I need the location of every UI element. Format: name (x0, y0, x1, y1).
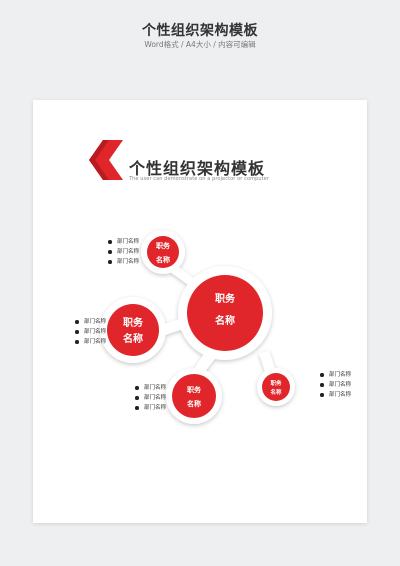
list-item: 部门名称 (108, 257, 139, 267)
document-caption: The user can demonstrate on a projector … (129, 176, 270, 182)
node-bottom (172, 374, 216, 418)
node-top-line1: 职务 (156, 241, 171, 250)
node-right (262, 373, 290, 401)
list-item: 部门名称 (320, 380, 351, 390)
node-top (147, 236, 179, 268)
dept-list-left: 部门名称 部门名称 部门名称 (75, 317, 106, 347)
dept-list-top: 部门名称 部门名称 部门名称 (108, 237, 139, 267)
chevron-logo-icon (89, 140, 123, 180)
node-top-line2: 名称 (156, 255, 170, 264)
list-item: 部门名称 (135, 383, 166, 393)
node-center-line2: 名称 (215, 314, 235, 327)
document-preview: 个性组织架构模板 The user can demonstrate on a p… (33, 100, 367, 523)
list-item: 部门名称 (75, 327, 106, 337)
list-item: 部门名称 (75, 337, 106, 347)
node-center-line1: 职务 (215, 292, 236, 305)
node-center (187, 275, 263, 351)
node-left-line1: 职务 (123, 316, 144, 329)
org-diagram: 职务 名称 职务 名称 职务 名称 职务 名称 职务 名称 (100, 230, 295, 424)
node-right-line1: 职务 (270, 379, 282, 387)
node-bottom-line2: 名称 (187, 399, 201, 408)
dept-list-bottom: 部门名称 部门名称 部门名称 (135, 383, 166, 413)
list-item: 部门名称 (135, 403, 166, 413)
node-right-line2: 名称 (270, 388, 282, 396)
document-title: 个性组织架构模板 (129, 159, 266, 178)
list-item: 部门名称 (108, 247, 139, 257)
node-bottom-line1: 职务 (187, 385, 202, 394)
page-title: 个性组织架构模板 (142, 23, 258, 39)
list-item: 部门名称 (75, 317, 106, 327)
list-item: 部门名称 (320, 390, 351, 400)
dept-list-right: 部门名称 部门名称 部门名称 (320, 370, 351, 400)
list-item: 部门名称 (108, 237, 139, 247)
node-left-line2: 名称 (123, 332, 143, 345)
list-item: 部门名称 (135, 393, 166, 403)
list-item: 部门名称 (320, 370, 351, 380)
page-subtitle: Word格式 / A4大小 / 内容可编辑 (144, 40, 256, 49)
node-left (107, 304, 159, 356)
page-header: 个性组织架构模板 Word格式 / A4大小 / 内容可编辑 (0, 0, 400, 60)
